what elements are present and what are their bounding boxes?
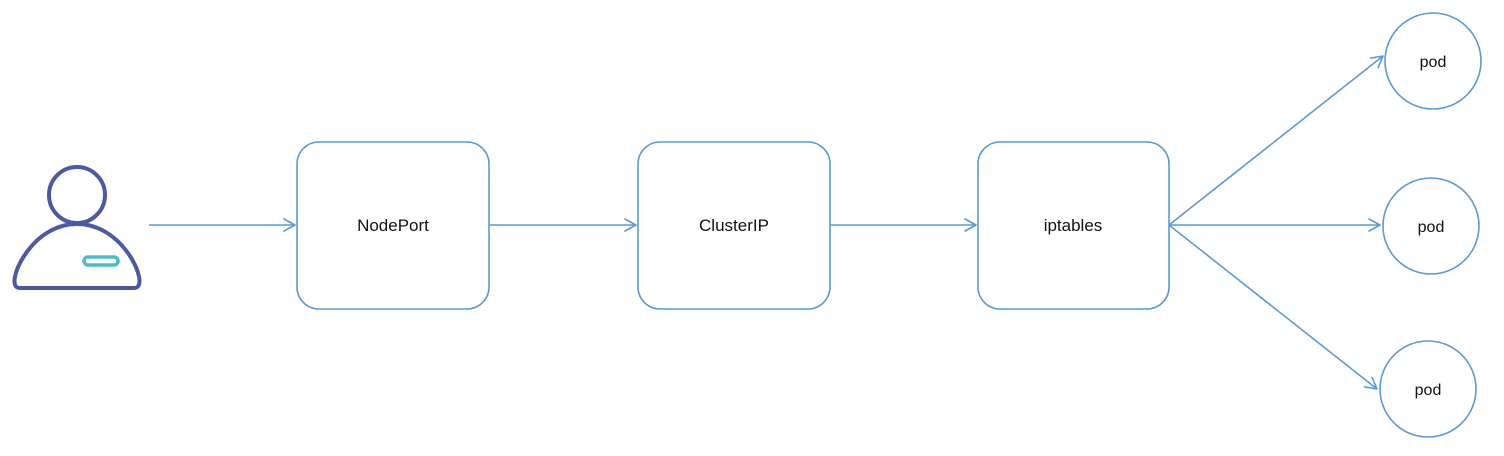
pod-middle-label: pod xyxy=(1418,219,1445,236)
arrow-iptables-to-pod-bottom xyxy=(1168,224,1378,390)
clusterip-label: ClusterIP xyxy=(699,216,769,235)
pod-top-label: pod xyxy=(1420,54,1447,71)
user-badge xyxy=(82,255,120,267)
nodeport-box: NodePort xyxy=(296,141,490,310)
arrow-iptables-to-pod-top xyxy=(1168,55,1384,226)
pod-bottom: pod xyxy=(1379,340,1477,438)
user-icon xyxy=(12,165,142,290)
pod-top: pod xyxy=(1384,12,1482,110)
pod-bottom-label: pod xyxy=(1415,382,1442,399)
iptables-label: iptables xyxy=(1044,216,1103,235)
nodeport-label: NodePort xyxy=(357,216,429,235)
pod-middle: pod xyxy=(1382,177,1480,275)
clusterip-box: ClusterIP xyxy=(637,141,831,310)
iptables-box: iptables xyxy=(977,141,1170,310)
